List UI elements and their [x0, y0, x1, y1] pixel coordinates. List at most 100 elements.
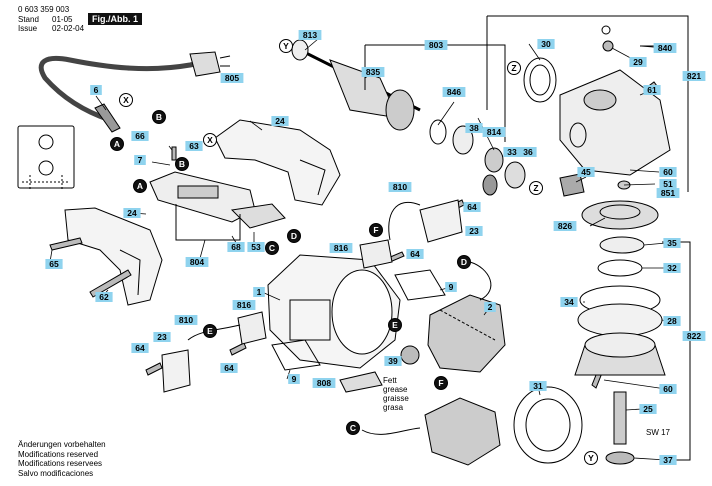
part-tag-box	[659, 167, 677, 177]
marker-letter: B	[156, 112, 162, 122]
part-tag-808: 808	[312, 378, 336, 388]
part-tag-box	[537, 39, 555, 49]
reference-marker-f2: F	[434, 376, 448, 390]
part-tag-51: 51	[659, 179, 677, 189]
part-tag-label: 66	[135, 131, 145, 141]
part-tag-label: 9	[292, 374, 297, 384]
reference-marker-y2: Y	[584, 451, 598, 465]
reference-marker-a2: A	[133, 179, 147, 193]
marker-letter: F	[438, 378, 443, 388]
part-tag-851: 851	[656, 188, 680, 198]
marker-circle	[119, 93, 133, 107]
wire-810a	[388, 202, 421, 241]
marker-circle	[133, 179, 147, 193]
note-line: Salvo modificaciones	[18, 468, 94, 478]
cable-c	[361, 427, 421, 435]
part-tag-label: 810	[393, 182, 407, 192]
part-tag-68: 68	[227, 242, 245, 252]
part-tag-label: 835	[366, 67, 380, 77]
part-tag-box	[424, 40, 448, 50]
ring-30	[523, 57, 557, 103]
part-tag-box	[227, 242, 245, 252]
nut-37	[605, 451, 635, 465]
part-tag-803: 803	[424, 40, 448, 50]
figure-title: Fig./Abb. 1	[88, 13, 142, 25]
part-tag-box	[639, 404, 657, 414]
part-tag-box	[553, 221, 577, 231]
part-tag-65: 65	[45, 259, 63, 269]
switch-816b	[237, 311, 267, 345]
reference-marker-b1: B	[152, 110, 166, 124]
stand-value: 01-05	[52, 15, 73, 24]
part-number: 0 603 359 003	[18, 5, 70, 14]
part-tag-box	[653, 43, 677, 53]
part-tag-label: 30	[541, 39, 551, 49]
part-tag-label: 31	[533, 381, 543, 391]
part-tag-label: 35	[667, 238, 677, 248]
part-tag-35: 35	[663, 238, 681, 248]
cover-23b	[161, 349, 191, 393]
part-tag-826: 826	[553, 221, 577, 231]
part-tag-label: 37	[663, 455, 673, 465]
part-tag-label: 803	[429, 40, 443, 50]
bearing-35	[599, 236, 645, 254]
part-tag-835: 835	[361, 67, 385, 77]
part-tag-box	[659, 179, 677, 189]
brush-33	[482, 174, 498, 196]
part-tag-box	[123, 208, 141, 218]
handle-lower	[64, 207, 163, 306]
part-tag-805: 805	[220, 73, 244, 83]
part-tag-label: 60	[663, 384, 673, 394]
reference-marker-b2: B	[175, 157, 189, 171]
part-tag-box	[253, 287, 265, 297]
part-tag-60a: 60	[659, 167, 677, 177]
seal-32	[597, 259, 643, 277]
marker-circle	[346, 421, 360, 435]
part-tag-64a: 64	[463, 202, 481, 212]
part-tag-label: 62	[99, 292, 109, 302]
marker-letter: C	[269, 243, 275, 253]
insulating-sheet-b	[271, 339, 321, 371]
field-coil	[427, 294, 506, 373]
part-tag-box	[134, 155, 146, 165]
part-tag-label: 826	[558, 221, 572, 231]
reference-marker-z1: Z	[507, 61, 521, 75]
part-tag-804: 804	[185, 257, 209, 267]
part-tag-label: 846	[447, 87, 461, 97]
part-tag-box	[663, 263, 681, 273]
part-tag-label: 64	[410, 249, 420, 259]
part-tag-25: 25	[639, 404, 657, 414]
cord-plug	[189, 51, 221, 77]
part-tag-label: 38	[469, 123, 479, 133]
bracket-821	[487, 15, 689, 192]
part-tag-box	[312, 378, 336, 388]
part-tag-label: 851	[661, 188, 675, 198]
bracket-803	[365, 44, 506, 142]
marker-circle	[110, 137, 124, 151]
part-tag-box	[682, 71, 706, 81]
part-tag-label: 68	[231, 242, 241, 252]
cover-23a	[419, 199, 463, 243]
part-tag-box	[643, 85, 661, 95]
note-line: Änderungen vorbehalten	[18, 440, 106, 449]
reference-marker-d1: D	[287, 229, 301, 243]
part-tag-box	[131, 131, 149, 141]
marker-circle	[434, 376, 448, 390]
part-tag-box	[577, 167, 595, 177]
part-tag-1: 1	[253, 287, 265, 297]
part-tag-box	[560, 297, 578, 307]
reference-marker-y1: Y	[279, 39, 293, 53]
part-tag-box	[663, 238, 681, 248]
part-tag-label: 822	[687, 331, 701, 341]
switch-slider	[230, 203, 286, 229]
reference-marker-c2: C	[346, 421, 360, 435]
part-tag-label: 25	[643, 404, 653, 414]
part-tag-24a: 24	[271, 116, 289, 126]
part-tag-810b: 810	[174, 315, 198, 325]
marker-letter: F	[373, 225, 378, 235]
flange-28	[577, 303, 663, 337]
pinion-45	[559, 173, 585, 197]
part-tag-box	[663, 316, 681, 326]
